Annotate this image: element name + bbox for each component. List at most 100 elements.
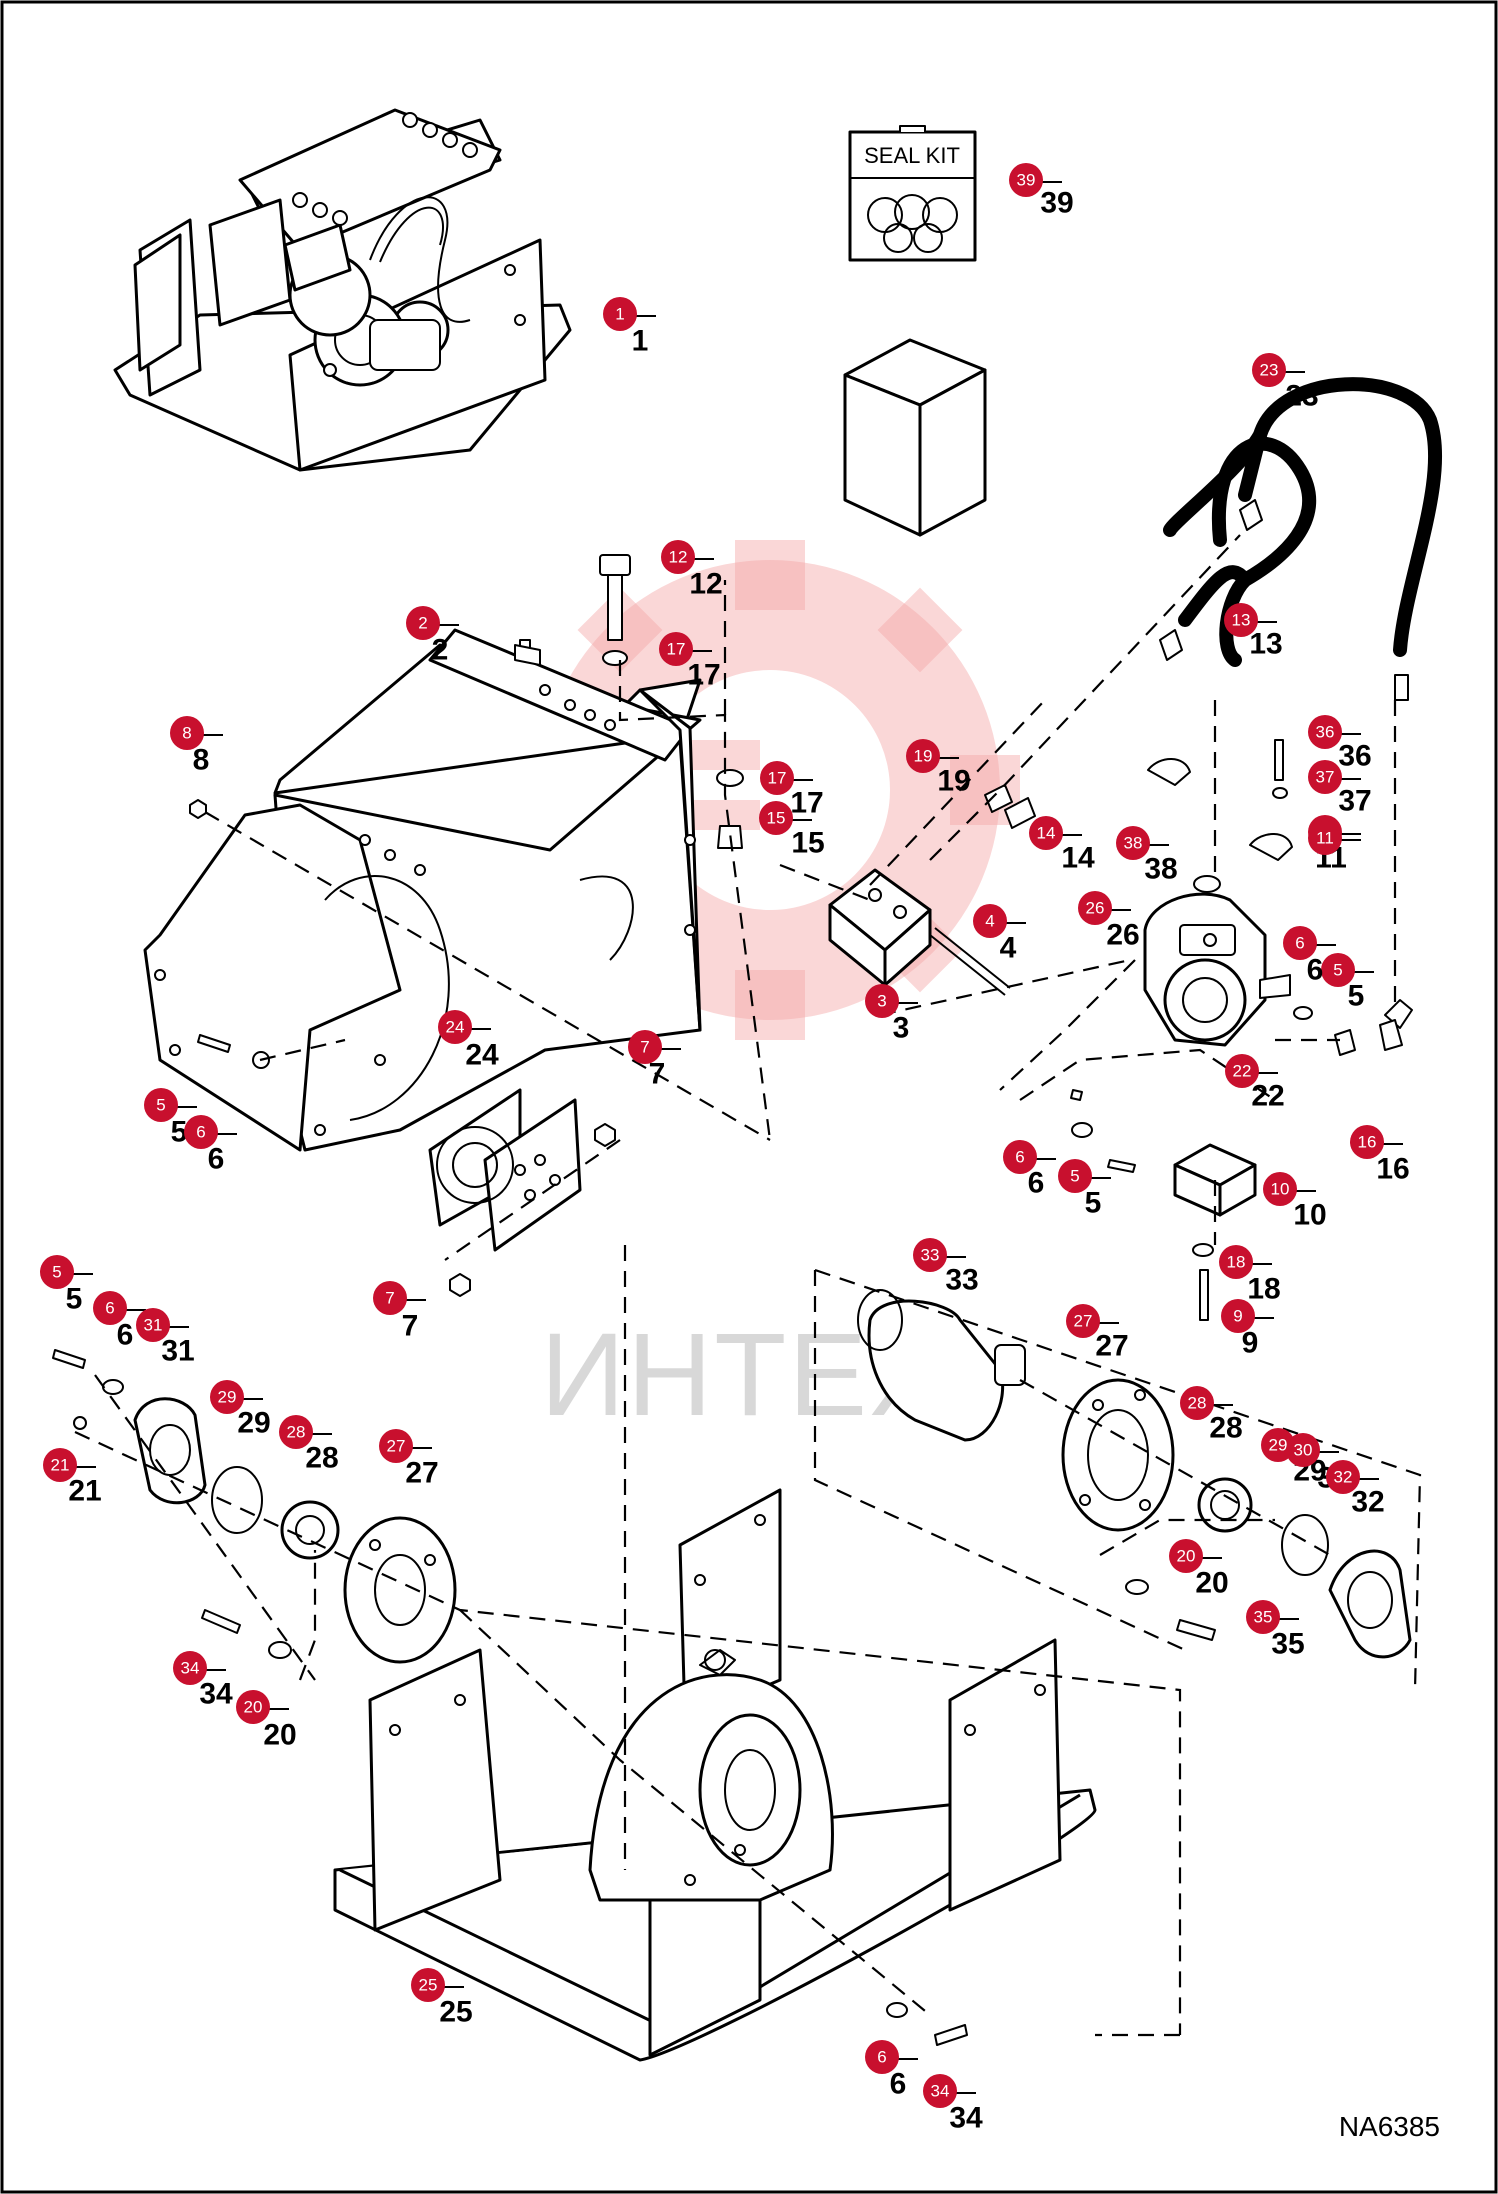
callout-bubble: [1224, 603, 1258, 637]
callout-label: 19: [937, 765, 970, 798]
callout-bubble: [628, 1030, 662, 1064]
callout-7: 77: [373, 1281, 426, 1343]
callout-label: 1: [632, 325, 649, 358]
callout-label: 28: [1209, 1412, 1242, 1445]
callout-label: 33: [945, 1264, 978, 1297]
callout-number: 29: [218, 1388, 237, 1407]
callout-number: 31: [144, 1316, 163, 1335]
callout-bubble: [1169, 1539, 1203, 1573]
callout-number: 6: [105, 1299, 114, 1318]
callout-number: 37: [1316, 768, 1335, 787]
callout-label: 6: [1028, 1167, 1045, 1200]
callout-number: 20: [244, 1698, 263, 1717]
callout-bubble: [1078, 891, 1112, 925]
callout-number: 12: [669, 548, 688, 567]
callout-bubble: [1283, 926, 1317, 960]
callout-bubble: [184, 1115, 218, 1149]
callout-number: 8: [182, 724, 191, 743]
callout-label: 27: [1095, 1330, 1128, 1363]
assembly-lines: [74, 534, 1422, 2037]
callout-9: 99: [1221, 1299, 1274, 1360]
callout-label: 26: [1106, 919, 1139, 952]
callout-label: 31: [161, 1335, 194, 1368]
callout-label: 34: [199, 1678, 233, 1711]
callout-bubble: [279, 1415, 313, 1449]
callout-label: 9: [1242, 1327, 1259, 1360]
callout-bubble: [973, 904, 1007, 938]
callout-bubble: [865, 2040, 899, 2074]
callout-number: 15: [767, 809, 786, 828]
callout-bubble: [913, 1238, 947, 1272]
callout-label: 5: [171, 1116, 188, 1149]
base-plate: [333, 1488, 1097, 2062]
callout-label: 8: [193, 744, 210, 777]
callout-number: 24: [446, 1018, 465, 1037]
callout-number: 25: [419, 1976, 438, 1995]
callout-label: 6: [890, 2068, 907, 2101]
callout-number: 5: [1333, 961, 1342, 980]
callout-label: 22: [1251, 1080, 1284, 1113]
callout-number: 5: [1070, 1167, 1079, 1186]
manifold-block: [1173, 1143, 1257, 1321]
callout-bubble: [1066, 1304, 1100, 1338]
callout-number: 13: [1232, 611, 1251, 630]
callout-label: 15: [791, 827, 824, 860]
callout-bubble: [603, 297, 637, 331]
callout-6: 66: [93, 1291, 146, 1352]
callout-number: 23: [1260, 361, 1279, 380]
callout-bubble: [43, 1448, 77, 1482]
callout-bubble: [1221, 1299, 1255, 1333]
callout-number: 9: [1233, 1307, 1242, 1326]
callout-bubble: [906, 739, 940, 773]
callout-label: 16: [1376, 1153, 1409, 1186]
callout-label: 14: [1061, 842, 1095, 875]
callout-number: 5: [156, 1096, 165, 1115]
callout-group: 1122334455555555666666666677778899101011…: [40, 163, 1410, 2135]
callout-number: 21: [51, 1456, 70, 1475]
callout-bubble: [170, 716, 204, 750]
callout-label: 29: [237, 1407, 270, 1440]
callout-bubble: [136, 1308, 170, 1342]
callout-bubble: [438, 1010, 472, 1044]
callout-bubble: [1225, 1054, 1259, 1088]
callout-6: 66: [184, 1115, 237, 1176]
callout-bubble: [1321, 953, 1355, 987]
callout-number: 30: [1294, 1441, 1313, 1460]
callout-number: 20: [1177, 1547, 1196, 1566]
callout-label: 27: [405, 1457, 438, 1490]
bearing-housing-right: [1061, 1378, 1412, 1659]
callout-number: 38: [1124, 834, 1143, 853]
callout-8: 88: [170, 716, 223, 777]
callout-label: 34: [949, 2102, 983, 2135]
seal-kit-package: SEAL KIT: [848, 125, 977, 262]
hose-clamps: [1147, 739, 1293, 893]
callout-number: 6: [196, 1123, 205, 1142]
callout-5: 55: [1321, 953, 1374, 1013]
callout-bubble: [210, 1380, 244, 1414]
callout-label: 23: [1285, 380, 1318, 413]
callout-5: 55: [40, 1255, 93, 1316]
hydraulic-fittings: [984, 784, 1036, 829]
callout-bubble: [93, 1291, 127, 1325]
callout-bubble: [1350, 1125, 1384, 1159]
callout-label: 38: [1144, 853, 1177, 886]
callout-label: 32: [1351, 1486, 1384, 1519]
callout-label: 12: [689, 568, 722, 601]
callout-label: 37: [1338, 785, 1371, 818]
